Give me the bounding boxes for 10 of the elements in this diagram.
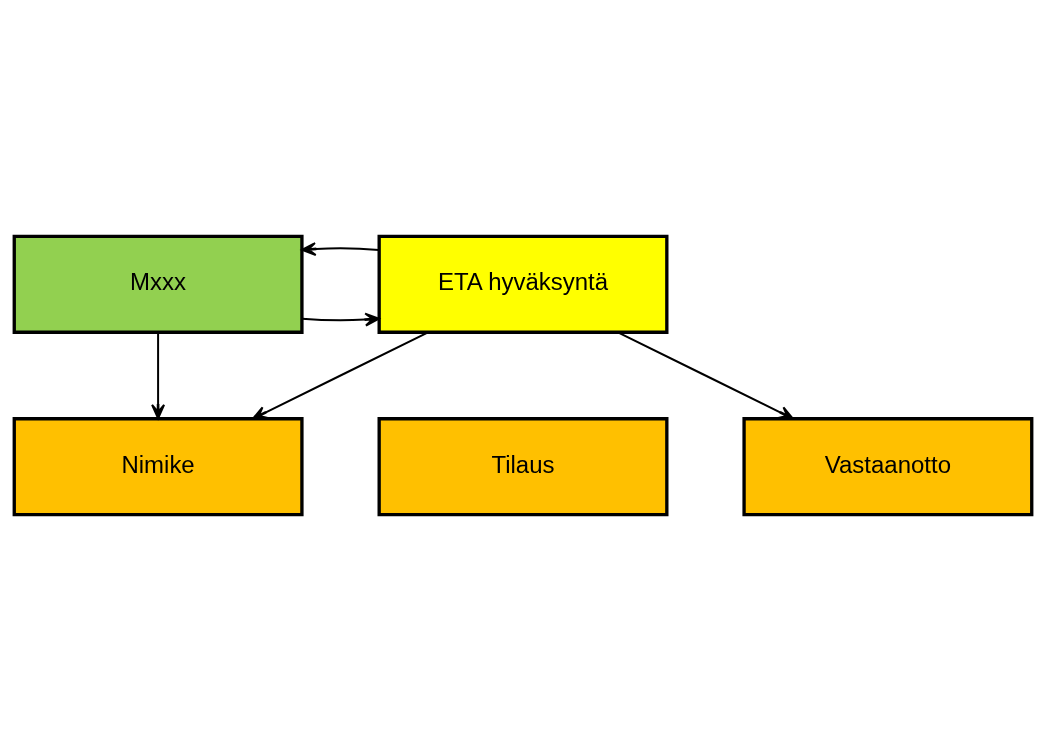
node-box: Mxxx	[12, 234, 304, 334]
arrow	[151, 331, 166, 420]
arrow	[301, 242, 380, 256]
arrow	[252, 331, 430, 420]
arrow	[616, 331, 794, 420]
arrow	[301, 312, 380, 327]
node-box: Tilaus	[377, 417, 669, 517]
node-box: Nimike	[12, 417, 304, 517]
node-box: Vastaanotto	[742, 417, 1034, 517]
node-box: ETA hyväksyntä	[377, 234, 669, 334]
